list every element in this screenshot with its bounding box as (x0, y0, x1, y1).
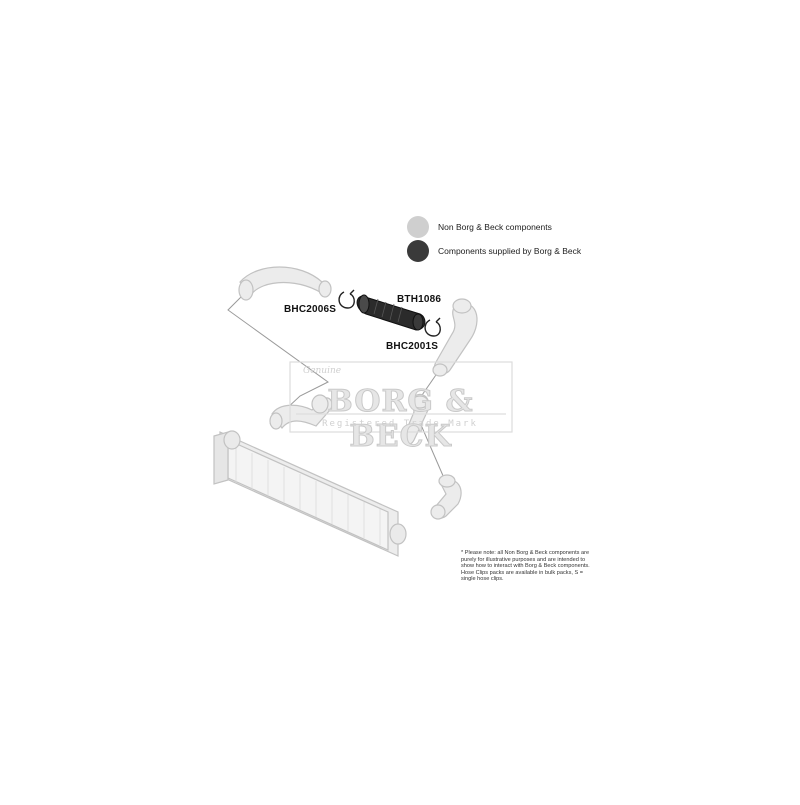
bhc2006s-clip (338, 289, 355, 309)
watermark-frame (289, 361, 513, 433)
dark-dot-icon (407, 240, 429, 262)
lower-right-elbow (430, 474, 462, 520)
left-middle-elbow (269, 394, 333, 430)
label-bhc2006s: BHC2006S (284, 304, 337, 315)
label-bth1086: BTH1086 (397, 294, 442, 305)
bhc2001s-clip (424, 317, 441, 337)
right-upper-hose (432, 298, 478, 377)
upper-left-hose (238, 266, 332, 301)
disclaimer-note: * Please note: all Non Borg & Beck compo… (461, 550, 590, 583)
legend-non-bb: Non Borg & Beck components (407, 216, 552, 238)
watermark-logo: BORG & BECK (327, 384, 474, 455)
label-bhc2001s: BHC2001S (386, 341, 439, 352)
watermark-subtitle: Registered Trade Mark (322, 419, 478, 429)
legend-bb-label: Components supplied by Borg & Beck (438, 246, 582, 256)
intercooler (213, 430, 407, 557)
watermark-script: Genuine (303, 366, 342, 376)
bth1086-hose (356, 294, 426, 331)
legend-non-bb-label: Non Borg & Beck components (438, 222, 552, 232)
legend-bb: Components supplied by Borg & Beck (407, 240, 581, 262)
grey-dot-icon (407, 216, 429, 238)
